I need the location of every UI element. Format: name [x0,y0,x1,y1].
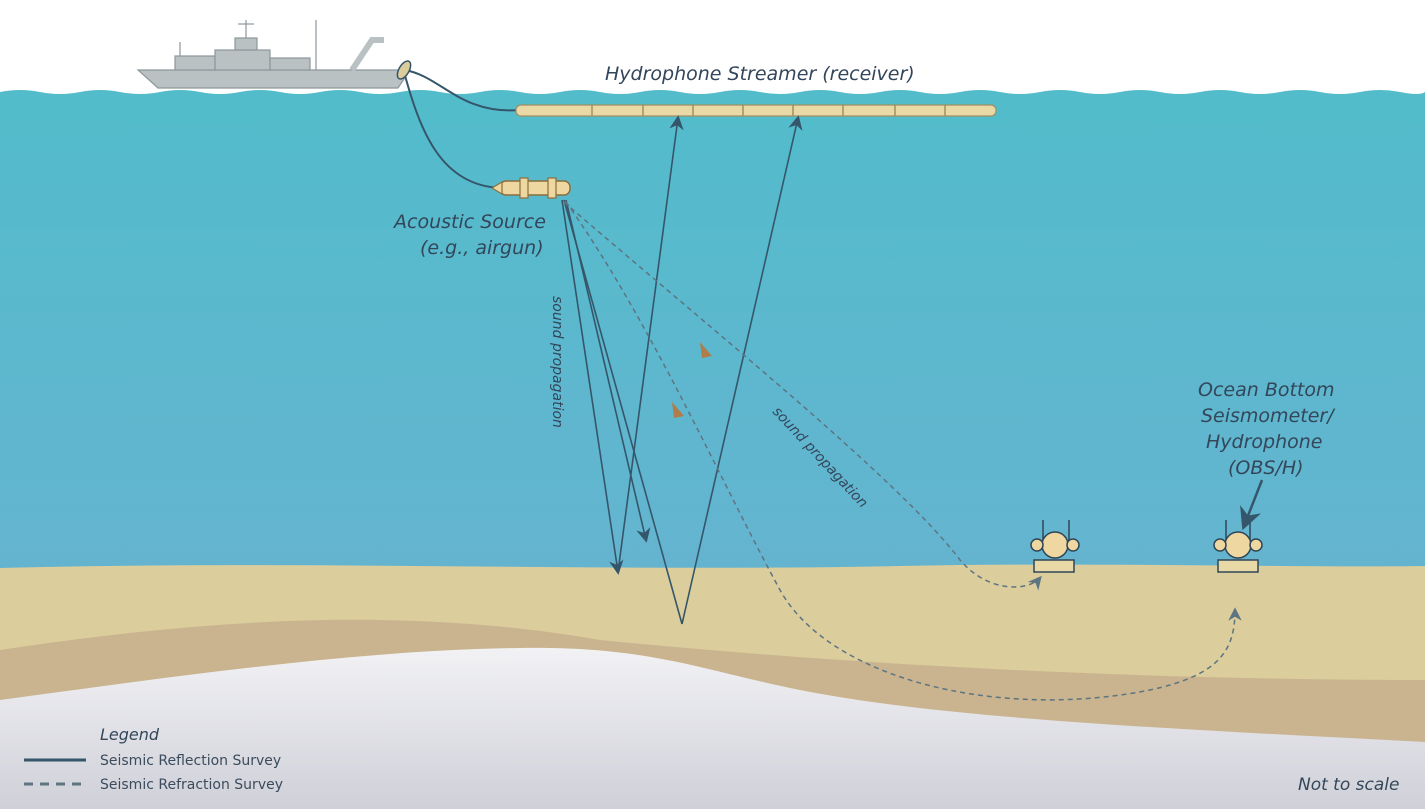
reflection-rays [561,115,803,625]
streamer-label: Hydrophone Streamer (receiver) [605,63,915,85]
tow-block [396,60,412,80]
refraction-ray-2 [565,201,1242,701]
streamer-tow-cable [403,69,521,112]
refraction-rays [563,201,1242,701]
reflection-ray-up-1 [617,115,684,573]
legend-item-refraction: Seismic Refraction Survey [100,777,283,793]
propagation-label-vertical: sound propagation [549,296,565,428]
ocean [0,90,1425,580]
obs-callout-arrow [1240,479,1264,531]
reflection-ray-up-2 [681,115,803,625]
obs-label-line2: Seismometer/ [1201,405,1336,427]
basement-rock [0,647,1425,809]
scale-note: Not to scale [1298,775,1399,795]
source-label-line2: (e.g., airgun) [420,237,544,259]
source-label-line1: Acoustic Source [392,211,546,233]
hydrophone-streamer [515,104,997,117]
survey-ship [136,20,412,89]
source-tow-cable [403,71,501,189]
acoustic-source-airgun [490,177,571,199]
obs-label-line4: (OBS/H) [1228,457,1304,479]
reflection-ray-down-1 [561,199,624,575]
reflection-ray-down-2 [563,199,683,625]
obs-instrument-1 [1030,520,1080,573]
obs-label-line1: Ocean Bottom [1198,379,1335,401]
legend: Legend Seismic Reflection Survey Seismic… [24,725,283,793]
refraction-ray-1 [563,201,1042,591]
legend-item-reflection: Seismic Reflection Survey [100,753,281,769]
obs-label-line3: Hydrophone [1206,431,1323,453]
legend-title: Legend [100,725,160,744]
